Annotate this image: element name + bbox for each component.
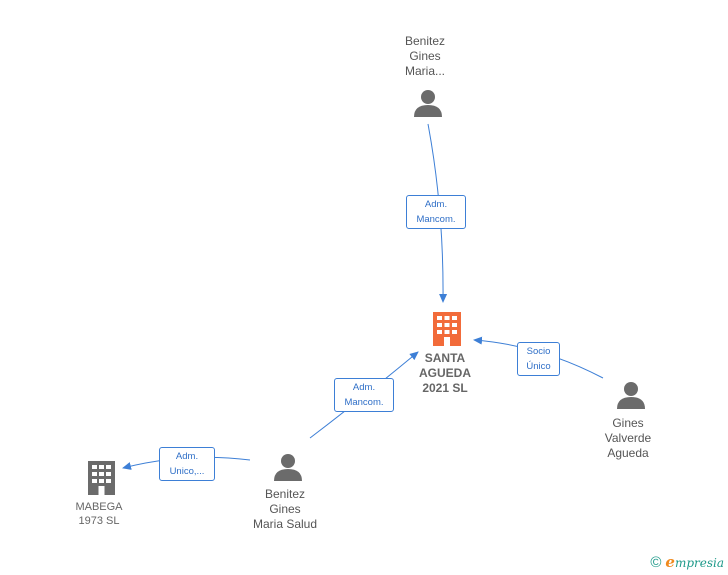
edge-label-line: Mancom.: [344, 397, 384, 408]
building-icon[interactable]: [88, 461, 115, 495]
brand-initial: e: [665, 553, 675, 571]
brand-logo: empresia: [665, 553, 724, 571]
edge-label-line: Mancom.: [416, 214, 456, 225]
node-benitez-top-label[interactable]: Benitez Gines Maria...: [385, 34, 465, 79]
node-benitez-bottom-label[interactable]: Benitez Gines Maria Salud: [240, 487, 330, 532]
node-main-company-label[interactable]: SANTA AGUEDA 2021 SL: [405, 351, 485, 396]
label-line: Benitez: [264, 487, 306, 501]
edge-label-line: Socio: [526, 346, 551, 357]
edge-label-left[interactable]: Adm. Unico,...: [159, 447, 215, 481]
label-line: Gines: [612, 416, 644, 430]
footer-brand[interactable]: © empresia: [650, 553, 724, 571]
label-line: Benitez: [404, 34, 446, 48]
copyright-icon: ©: [650, 553, 662, 571]
label-line: 1973 SL: [78, 515, 120, 527]
label-line: AGUEDA: [418, 366, 471, 380]
person-icon[interactable]: [414, 90, 442, 117]
label-line: Maria...: [404, 64, 445, 78]
edge-label-top[interactable]: Adm. Mancom.: [406, 195, 466, 229]
label-line: 2021 SL: [422, 381, 468, 395]
edge-label-line: Adm.: [352, 382, 376, 393]
edge-label-right[interactable]: Socio Único: [517, 342, 560, 376]
node-mabega-label[interactable]: MABEGA 1973 SL: [64, 500, 134, 528]
label-line: Maria Salud: [252, 517, 318, 531]
brand-rest: mpresia: [674, 556, 724, 570]
edge-label-line: Adm.: [424, 199, 448, 210]
edge-label-bottom[interactable]: Adm. Mancom.: [334, 378, 394, 412]
label-line: Agueda: [607, 446, 649, 460]
label-line: Gines: [269, 502, 301, 516]
label-line: SANTA: [424, 351, 466, 365]
label-line: Gines: [409, 49, 441, 63]
person-icon[interactable]: [617, 382, 645, 409]
edge-label-line: Unico,...: [169, 466, 205, 477]
edge-label-line: Adm.: [175, 451, 199, 462]
node-gines-valverde-label[interactable]: Gines Valverde Agueda: [590, 416, 666, 461]
person-icon[interactable]: [274, 454, 302, 481]
label-line: MABEGA: [75, 501, 123, 513]
building-icon[interactable]: [433, 312, 461, 346]
edge-label-line: Único: [526, 361, 551, 372]
label-line: Valverde: [604, 431, 652, 445]
